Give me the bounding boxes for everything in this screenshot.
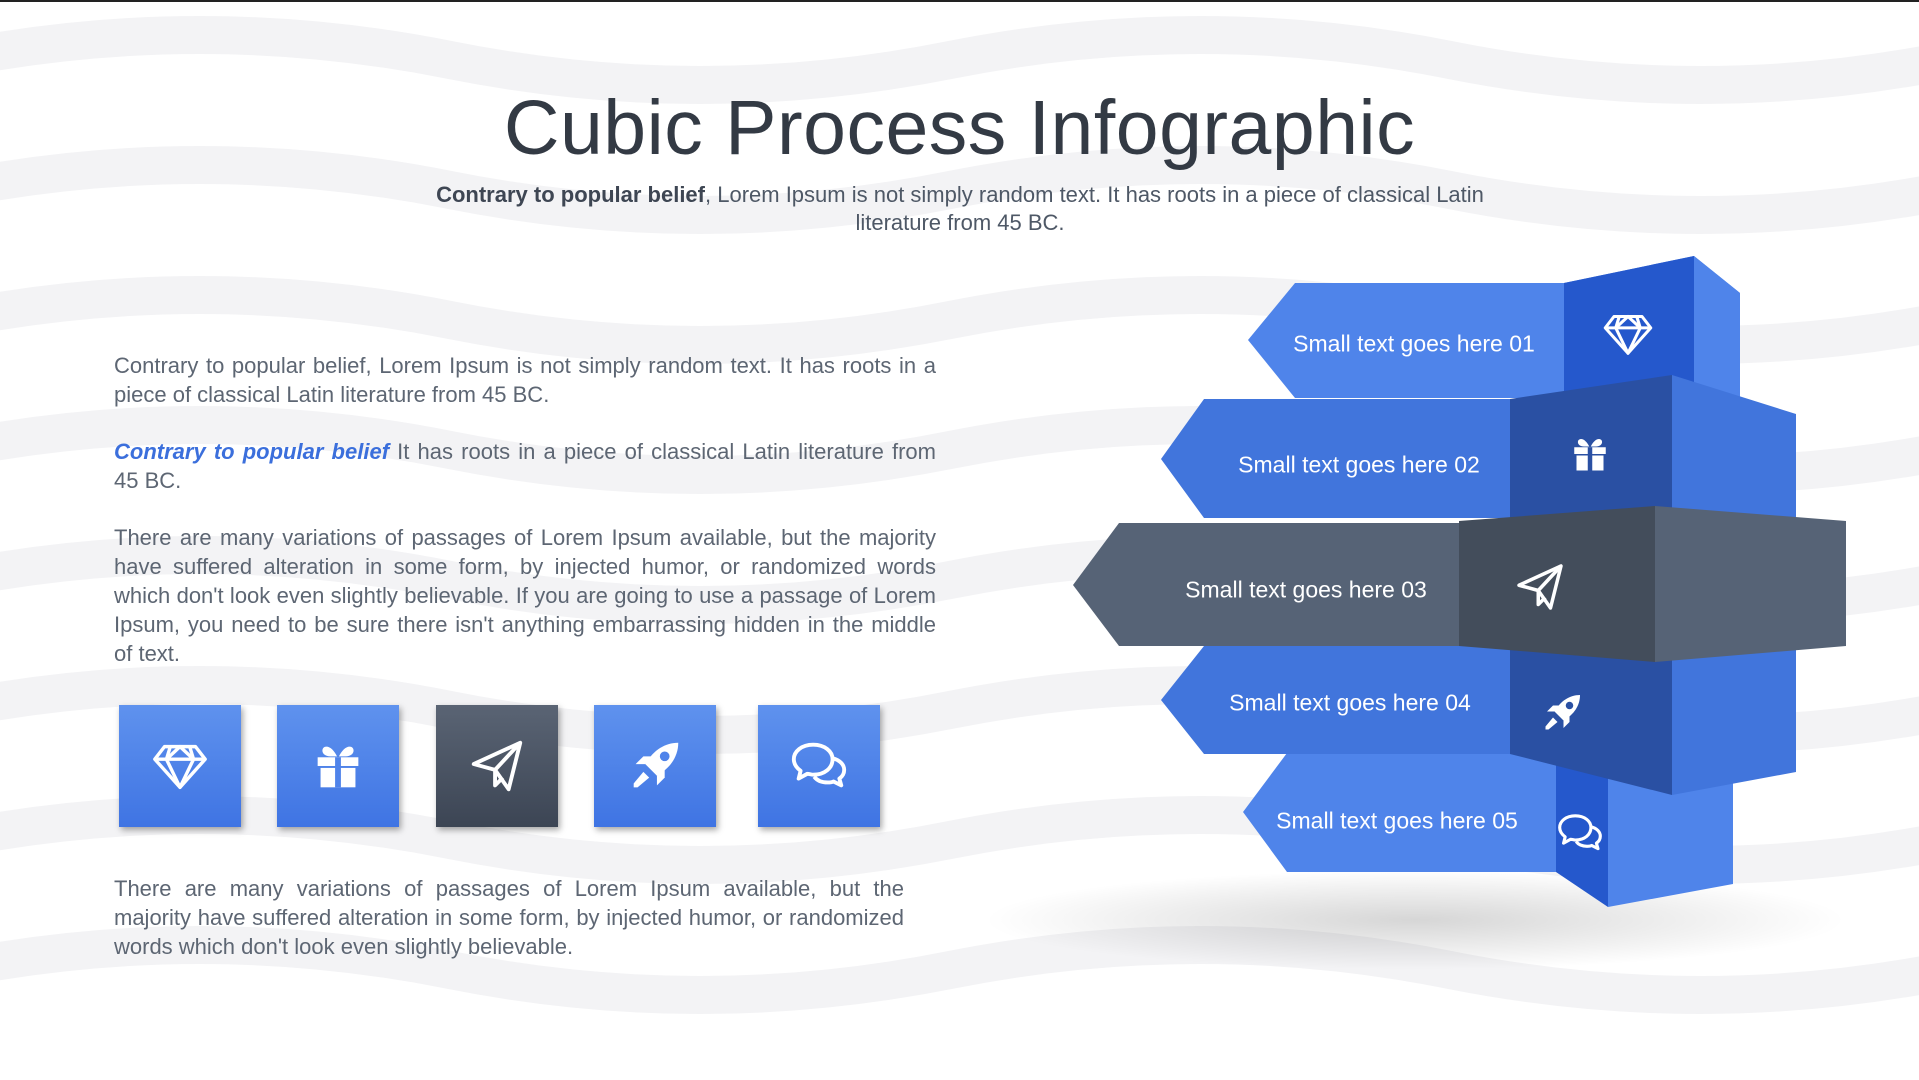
chat-bubbles-icon	[1558, 814, 1602, 851]
step-4-arrow	[1161, 646, 1512, 754]
step-5-right-face	[1608, 760, 1733, 907]
diamond-icon	[153, 744, 207, 790]
step-2-arrow	[1161, 399, 1510, 518]
icon-tile-gift	[277, 705, 399, 827]
step-1-label: Small text goes here 01	[1293, 330, 1535, 357]
step-2-right-face	[1672, 375, 1796, 520]
paragraph-2: Contrary to popular belief It has roots …	[114, 437, 936, 495]
step-3-label: Small text goes here 03	[1185, 576, 1427, 603]
paragraph-3: There are many variations of passages of…	[114, 525, 936, 666]
icon-tile-rocket	[594, 705, 716, 827]
step-5-arrow	[1243, 753, 1560, 872]
page-title: Cubic Process Infographic	[503, 85, 1416, 171]
subtitle-bold: Contrary to popular belief	[436, 182, 705, 207]
step-1-right-face	[1694, 256, 1740, 400]
page-subtitle: Contrary to popular belief, Lorem Ipsum …	[430, 181, 1490, 237]
rocket-icon	[1545, 695, 1580, 730]
step-3-arrow	[1073, 523, 1461, 646]
step-3-right-face	[1655, 506, 1846, 662]
paragraph-2-rest: It has roots in a piece of classical Lat…	[114, 439, 936, 493]
step-1-arrow	[1248, 283, 1564, 398]
step-5-label: Small text goes here 05	[1276, 807, 1518, 834]
subtitle-rest: , Lorem Ipsum is not simply random text.…	[705, 182, 1484, 235]
step-2-label: Small text goes here 02	[1238, 451, 1480, 478]
gift-icon	[1574, 439, 1606, 471]
step-4-right-face	[1672, 646, 1796, 795]
paragraph-1: Contrary to popular belief, Lorem Ipsum …	[114, 353, 936, 407]
step-4-front-face	[1510, 646, 1672, 795]
top-border-line	[0, 0, 1919, 2]
icon-tile-paper-plane	[436, 705, 558, 827]
paper-plane-icon	[1517, 564, 1563, 610]
rocket-icon	[633, 742, 679, 788]
icon-tile-diamond	[119, 705, 241, 827]
paragraph-4: There are many variations of passages of…	[114, 876, 904, 959]
paragraph-2-emphasis: Contrary to popular belief	[114, 439, 390, 464]
step-4-label: Small text goes here 04	[1229, 689, 1471, 716]
icon-tile-chat	[758, 705, 880, 827]
gift-icon	[317, 746, 359, 788]
chat-bubbles-icon	[791, 742, 847, 788]
diamond-icon	[1603, 314, 1653, 355]
step-5-front-face	[1556, 760, 1608, 907]
paper-plane-icon	[471, 740, 523, 792]
